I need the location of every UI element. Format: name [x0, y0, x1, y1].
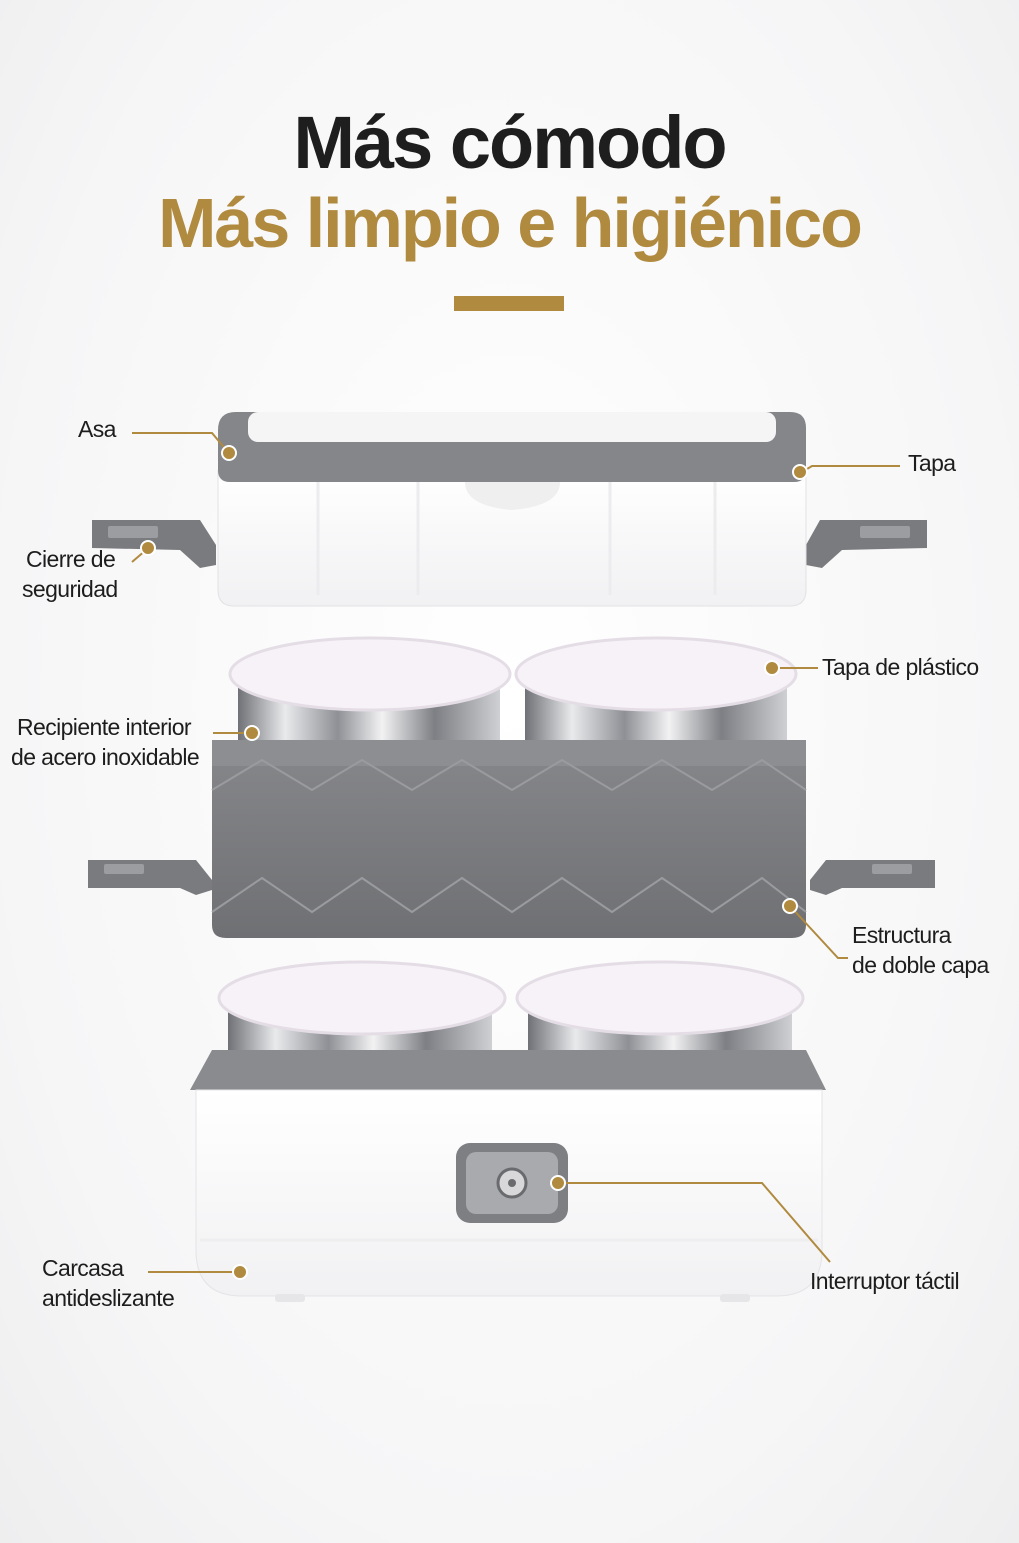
- label-carcasa-line2: antideslizante: [42, 1285, 175, 1311]
- label-carcasa-line1: Carcasa: [42, 1255, 124, 1281]
- power-button-icon: [456, 1143, 568, 1223]
- label-tapa-plastico: Tapa de plástico: [822, 652, 979, 682]
- label-interruptor: Interruptor táctil: [810, 1266, 960, 1296]
- label-cierre: Cierre de seguridad: [22, 544, 118, 604]
- page-title: Más cómodo: [293, 101, 727, 184]
- label-carcasa: Carcasa antideslizante: [42, 1253, 175, 1313]
- label-asa-text: Asa: [78, 416, 116, 442]
- label-recipiente-line1: Recipiente interior: [17, 714, 192, 740]
- label-estructura-line1: Estructura: [852, 922, 951, 948]
- label-tapa-text: Tapa: [908, 450, 956, 476]
- label-cierre-line1: Cierre de: [26, 546, 116, 572]
- label-interruptor-text: Interruptor táctil: [810, 1268, 960, 1294]
- lid-unit: [92, 412, 927, 607]
- page-subtitle: Más limpio e higiénico: [158, 184, 863, 262]
- label-cierre-line2: seguridad: [22, 576, 118, 602]
- base-unit: [190, 960, 826, 1302]
- label-estructura-line2: de doble capa: [852, 952, 989, 978]
- label-asa: Asa: [78, 414, 116, 444]
- label-tapa: Tapa: [908, 448, 956, 478]
- gold-dot-icon: [140, 445, 808, 1280]
- label-tapa-plastico-text: Tapa de plástico: [822, 654, 979, 680]
- label-recipiente-line2: de acero inoxidable: [11, 744, 200, 770]
- title-divider: [454, 296, 564, 311]
- middle-unit: [88, 636, 935, 938]
- label-estructura: Estructura de doble capa: [852, 920, 989, 980]
- label-recipiente: Recipiente interior de acero inoxidable: [11, 712, 200, 772]
